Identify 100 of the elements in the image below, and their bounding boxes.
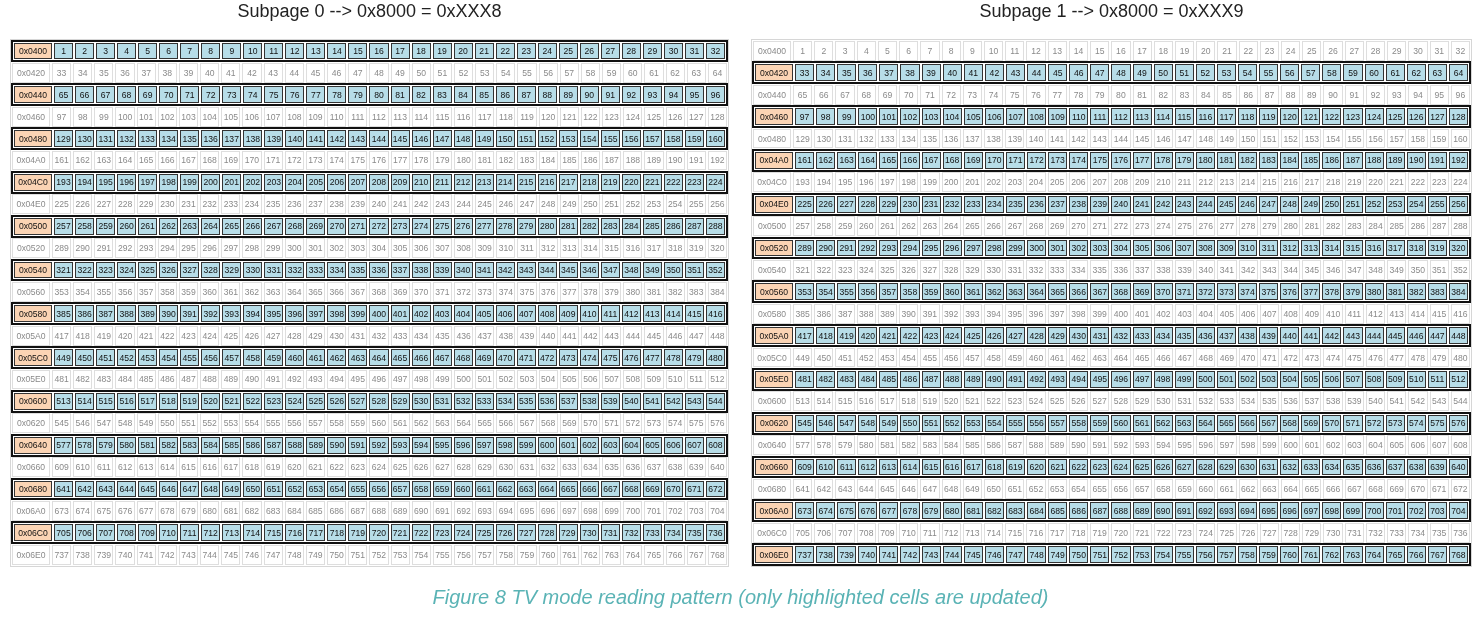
value-cell: 644 [117,480,137,498]
value-cell: 396 [285,305,305,323]
faded-value: 153 [1302,128,1322,149]
faded-value: 764 [623,544,643,565]
highlighted-row [752,543,1471,567]
value-cell: 686 [1069,502,1089,520]
faded-value: 386 [814,303,834,324]
value-cell: 111 [1090,108,1110,126]
faded-value: 453 [877,347,898,368]
value-cell: 186 [1322,152,1342,169]
value-cell: 242 [1153,195,1173,213]
faded-value: 396 [1026,303,1046,324]
faded-value: 438 [496,325,516,346]
faded-value: 326 [899,260,919,280]
faded-value: 654 [1068,479,1089,499]
faded-value: 397 [1047,303,1067,324]
faded-value: 101 [136,106,156,127]
value-cell: 62 [1406,64,1426,82]
value-cell: 331 [264,261,284,279]
value-cell: 684 [1027,502,1047,520]
faded-value: 365 [305,281,326,302]
value-cell: 461 [306,349,326,366]
value-cell: 347 [600,261,620,279]
value-cell: 156 [621,130,641,147]
highlighted-row [752,280,1471,304]
value-cell: 135 [180,130,200,147]
faded-value: 502 [496,369,516,390]
value-cell: 299 [1005,239,1026,257]
value-cell: 113 [1132,108,1152,126]
value-cell: 100 [858,108,878,126]
faded-value: 699 [602,500,622,521]
faded-value: 257 [793,216,813,237]
value-cell: 389 [138,305,158,323]
value-cell: 729 [558,524,578,542]
value-cell: 471 [516,349,536,366]
value-cell: 246 [1237,195,1258,213]
faded-value: 703 [686,500,706,521]
faded-value: 203 [1005,172,1025,193]
value-cell: 170 [984,152,1004,169]
faded-value: 494 [327,369,347,390]
faded-value: 465 [1132,347,1152,368]
value-cell: 637 [1385,458,1405,476]
value-cell: 222 [663,173,683,191]
faded-address: 0x06E0 [12,544,50,565]
faded-value: 297 [221,238,241,258]
value-cell: 419 [837,327,857,345]
faded-value: 152 [1281,128,1301,149]
value-cell: 110 [1069,108,1089,126]
faded-value: 47 [348,62,368,83]
faded-value: 467 [1174,347,1195,368]
faded-value: 657 [1132,479,1152,499]
faded-value: 263 [920,216,940,237]
value-cell: 142 [327,130,347,147]
faded-value: 398 [1068,303,1089,324]
faded-value: 50 [411,62,431,83]
value-cell: 141 [306,130,326,147]
value-cell: 103 [921,108,941,126]
value-cell: 417 [795,327,815,345]
faded-value: 194 [814,172,834,193]
faded-value: 767 [686,544,706,565]
faded-value: 239 [348,194,368,215]
faded-value: 316 [623,238,643,258]
value-cell: 343 [516,261,536,279]
value-cell: 190 [1406,152,1426,169]
value-cell: 52 [1195,64,1215,82]
faded-value: 39 [178,62,199,83]
faded-value: 3 [835,41,855,61]
value-cell: 403 [432,305,452,323]
value-cell: 276 [453,217,473,235]
faded-value: 523 [1005,391,1025,412]
value-cell: 654 [327,480,347,498]
value-cell: 431 [1090,327,1110,345]
value-cell: 327 [180,261,200,279]
faded-value: 427 [263,325,283,346]
faded-value: 59 [602,62,622,83]
value-cell: 457 [222,349,242,366]
faded-value: 719 [1090,522,1110,543]
value-cell: 700 [1364,502,1384,520]
faded-value: 752 [369,544,389,565]
value-cell: 236 [1027,195,1047,213]
faded-value: 107 [263,106,283,127]
value-cell: 307 [1174,239,1194,257]
faded-value: 650 [983,479,1004,499]
value-cell: 315 [1343,239,1363,257]
value-cell: 480 [705,349,725,366]
value-cell: 330 [243,261,263,279]
faded-value: 602 [1323,435,1343,456]
faded-value: 24 [1281,41,1301,61]
value-cell: 589 [306,436,326,454]
panel-title: Subpage 0 --> 0x8000 = 0xXXX8 [236,1,503,22]
faded-value: 507 [602,369,622,390]
value-cell: 722 [411,524,431,542]
value-cell: 761 [1301,546,1321,564]
faded-value: 701 [644,500,664,521]
faded-value: 261 [877,216,898,237]
faded-value: 197 [877,172,898,193]
value-cell: 484 [858,371,878,388]
faded-value: 33 [52,62,72,83]
value-cell: 410 [579,305,599,323]
value-cell: 298 [984,239,1004,257]
